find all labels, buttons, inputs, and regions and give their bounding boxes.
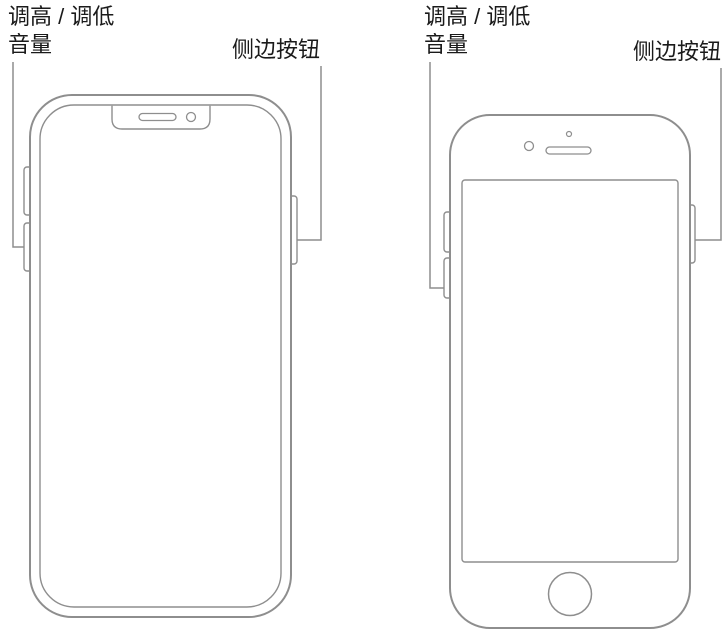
right-phone-side-button-callout-line <box>694 68 722 241</box>
right-phone-side-button-label: 侧边按钮 <box>633 38 721 66</box>
earpiece-slot-icon <box>545 146 592 155</box>
left-phone-side-button-label: 侧边按钮 <box>232 36 320 64</box>
left-phone-volume-label-line1: 调高 / 调低 <box>8 4 115 29</box>
left-phone-volume-label-line2: 音量 <box>8 32 53 57</box>
right-phone-volume-label-line1: 调高 / 调低 <box>424 4 531 29</box>
right-phone-volume-label-line2: 音量 <box>424 32 469 57</box>
left-phone-side-button-callout-line <box>295 66 322 241</box>
right-phone-volume-label: 调高 / 调低 音量 <box>424 3 530 59</box>
iphone-no-home-button-illustration <box>23 94 298 618</box>
left-phone-body <box>29 94 292 618</box>
left-phone-volume-label: 调高 / 调低 音量 <box>8 3 114 59</box>
left-phone-side-button-label-text: 侧边按钮 <box>231 37 320 62</box>
left-phone-screen <box>39 104 282 608</box>
right-phone-volume-callout-line <box>429 62 446 289</box>
speaker-slot-icon <box>138 112 177 122</box>
callout-lines <box>12 62 722 289</box>
left-phone-volume-callout-line <box>12 62 27 248</box>
notch <box>111 105 211 130</box>
home-button-icon <box>547 571 593 617</box>
right-phone-screen <box>461 179 679 563</box>
right-phone-side-button-label-text: 侧边按钮 <box>632 39 721 64</box>
right-phone-front-camera-icon <box>523 140 535 152</box>
iphone-home-button-illustration <box>443 114 696 629</box>
front-camera-icon <box>185 111 197 123</box>
right-phone-body <box>449 114 691 629</box>
sensor-dot-icon <box>565 130 573 138</box>
